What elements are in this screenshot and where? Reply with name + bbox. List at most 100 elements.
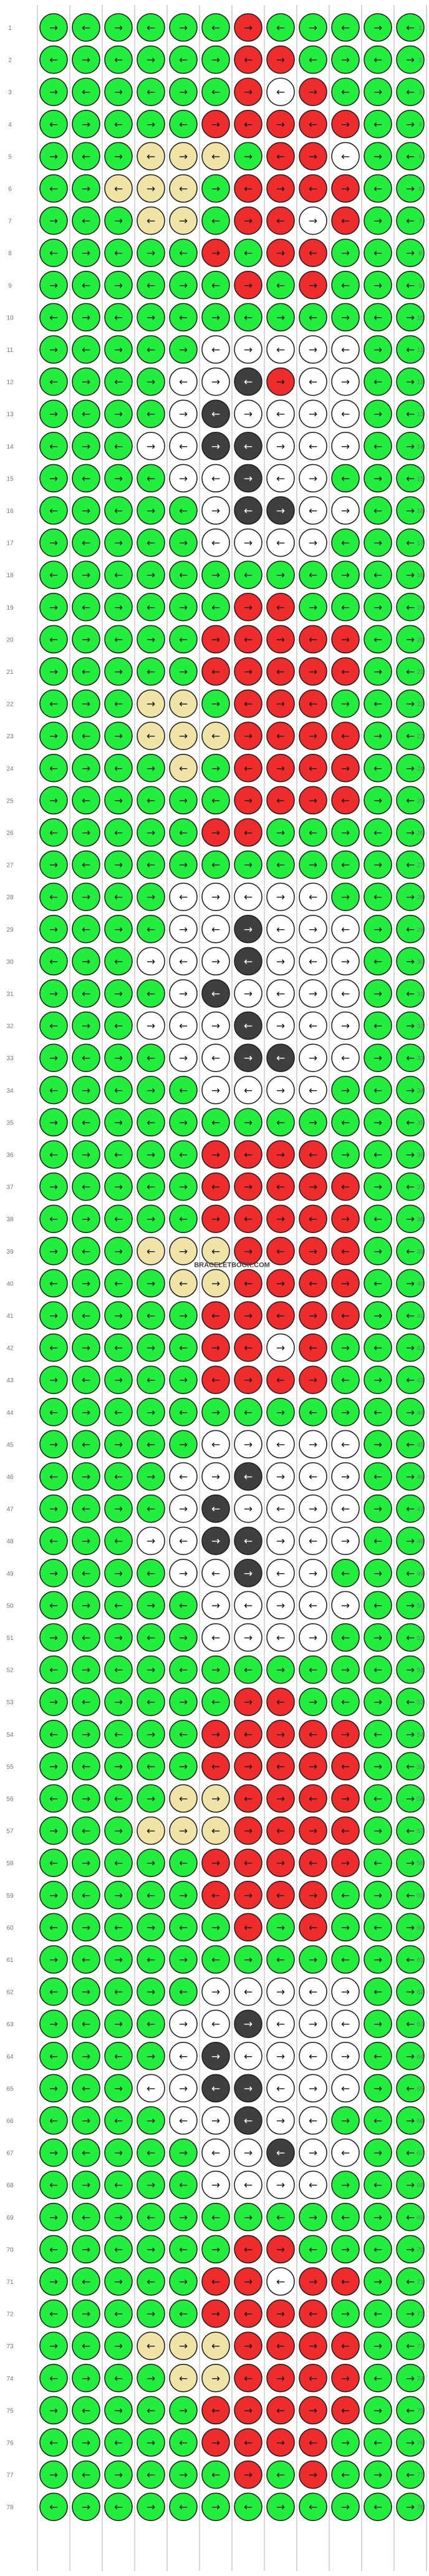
knot-arrow: ← [49, 1085, 58, 1097]
knot: → [396, 1720, 425, 1749]
knot-circle [299, 1784, 327, 1813]
knot-circle [169, 1043, 198, 1072]
knot-arrow: → [211, 698, 220, 711]
knot-circle [169, 271, 198, 300]
knot-circle [234, 110, 263, 139]
knot-circle [266, 850, 295, 879]
knot-circle [234, 238, 263, 267]
row-number-left: 35 [6, 1120, 14, 1126]
knot: ← [299, 2364, 327, 2393]
knot-arrow: ← [244, 827, 253, 839]
knot-circle [331, 142, 360, 171]
knot-arrow: → [374, 1696, 382, 1709]
knot-circle [137, 13, 165, 42]
knot: → [104, 399, 133, 428]
knot: ← [201, 2074, 230, 2103]
knot: ← [201, 1301, 230, 1330]
knot-circle [169, 721, 198, 750]
knot-circle [266, 335, 295, 364]
knot: ← [331, 1816, 360, 1845]
knot: ← [201, 1043, 230, 1072]
row-number-right: 19 [417, 605, 424, 612]
knot: ← [331, 1881, 360, 1910]
knot: ← [331, 13, 360, 42]
knot-circle [234, 206, 263, 235]
knot-arrow: ← [276, 924, 285, 936]
knot-arrow: ← [179, 2243, 188, 2256]
knot: → [39, 915, 68, 944]
knot-circle [331, 1559, 360, 1588]
knot: → [39, 1301, 68, 1330]
knot-arrow: → [341, 183, 350, 195]
row-number-left: 16 [6, 508, 14, 515]
knot-arrow: → [244, 280, 253, 292]
knot: → [104, 142, 133, 171]
knot: → [39, 1237, 68, 1266]
knot: → [201, 2492, 230, 2521]
knot: ← [299, 1269, 327, 1298]
knot-circle [299, 399, 327, 428]
knot-arrow: ← [374, 311, 382, 324]
knot: → [137, 2364, 165, 2393]
knot-arrow: ← [309, 1664, 317, 1677]
knot: ← [234, 1140, 263, 1169]
knot-circle [72, 528, 100, 557]
knot-circle [201, 367, 230, 396]
knot-arrow: → [244, 1116, 253, 1129]
knot-circle [364, 1430, 392, 1459]
knot-arrow: ← [211, 1825, 220, 1838]
knot-circle [104, 1108, 133, 1137]
knot: → [266, 496, 295, 525]
knot-arrow: ← [179, 54, 188, 67]
knot: → [331, 1591, 360, 1620]
knot: ← [234, 2170, 263, 2199]
knot-arrow: ← [374, 1664, 382, 1677]
knot-circle [137, 206, 165, 235]
knot-circle [39, 754, 68, 783]
knot: ← [364, 2492, 392, 2521]
knot-arrow: ← [211, 2340, 220, 2353]
knot-arrow: → [114, 1374, 123, 1387]
row-number-right: 70 [417, 2247, 424, 2253]
knot-arrow: ← [49, 1793, 58, 1805]
knot-arrow: ← [309, 891, 317, 904]
knot-arrow: ← [244, 891, 253, 904]
knot-circle [364, 1398, 392, 1427]
knot: → [234, 206, 263, 235]
knot: → [299, 1687, 327, 1716]
knot-arrow: ← [114, 955, 123, 968]
knot-circle [396, 1398, 425, 1427]
knot: → [169, 1945, 198, 1974]
knot: → [234, 1301, 263, 1330]
knot-arrow: ← [114, 376, 123, 389]
knot: → [201, 2170, 230, 2199]
knot-arrow: → [406, 119, 415, 131]
knot: → [299, 2138, 327, 2167]
knot-arrow: ← [114, 119, 123, 131]
knot-arrow: ← [82, 666, 90, 678]
knot: ← [331, 2331, 360, 2360]
knot-arrow: → [179, 1954, 188, 1966]
knot-arrow: → [341, 1213, 350, 1226]
knot-circle [396, 882, 425, 911]
knot-arrow: → [309, 537, 317, 550]
knot: ← [137, 1816, 165, 1845]
knot-arrow: → [406, 1535, 415, 1548]
knot-arrow: → [276, 763, 285, 775]
knot-arrow: ← [244, 505, 253, 517]
knot-arrow: ← [82, 859, 90, 872]
knot-arrow: → [309, 280, 317, 292]
knot-arrow: → [114, 666, 123, 678]
knot: → [137, 174, 165, 203]
knot-arrow: ← [114, 1664, 123, 1677]
knot-arrow: ← [211, 1632, 220, 1644]
knot-circle [72, 1140, 100, 1169]
knot-circle [39, 721, 68, 750]
knot-arrow: → [211, 1599, 220, 1612]
knot-arrow: ← [406, 1760, 415, 1773]
knot-arrow: → [82, 183, 90, 195]
knot-circle [331, 45, 360, 74]
knot-arrow: → [374, 2404, 382, 2417]
knot-arrow: ← [244, 119, 253, 131]
knot-arrow: → [244, 1954, 253, 1966]
